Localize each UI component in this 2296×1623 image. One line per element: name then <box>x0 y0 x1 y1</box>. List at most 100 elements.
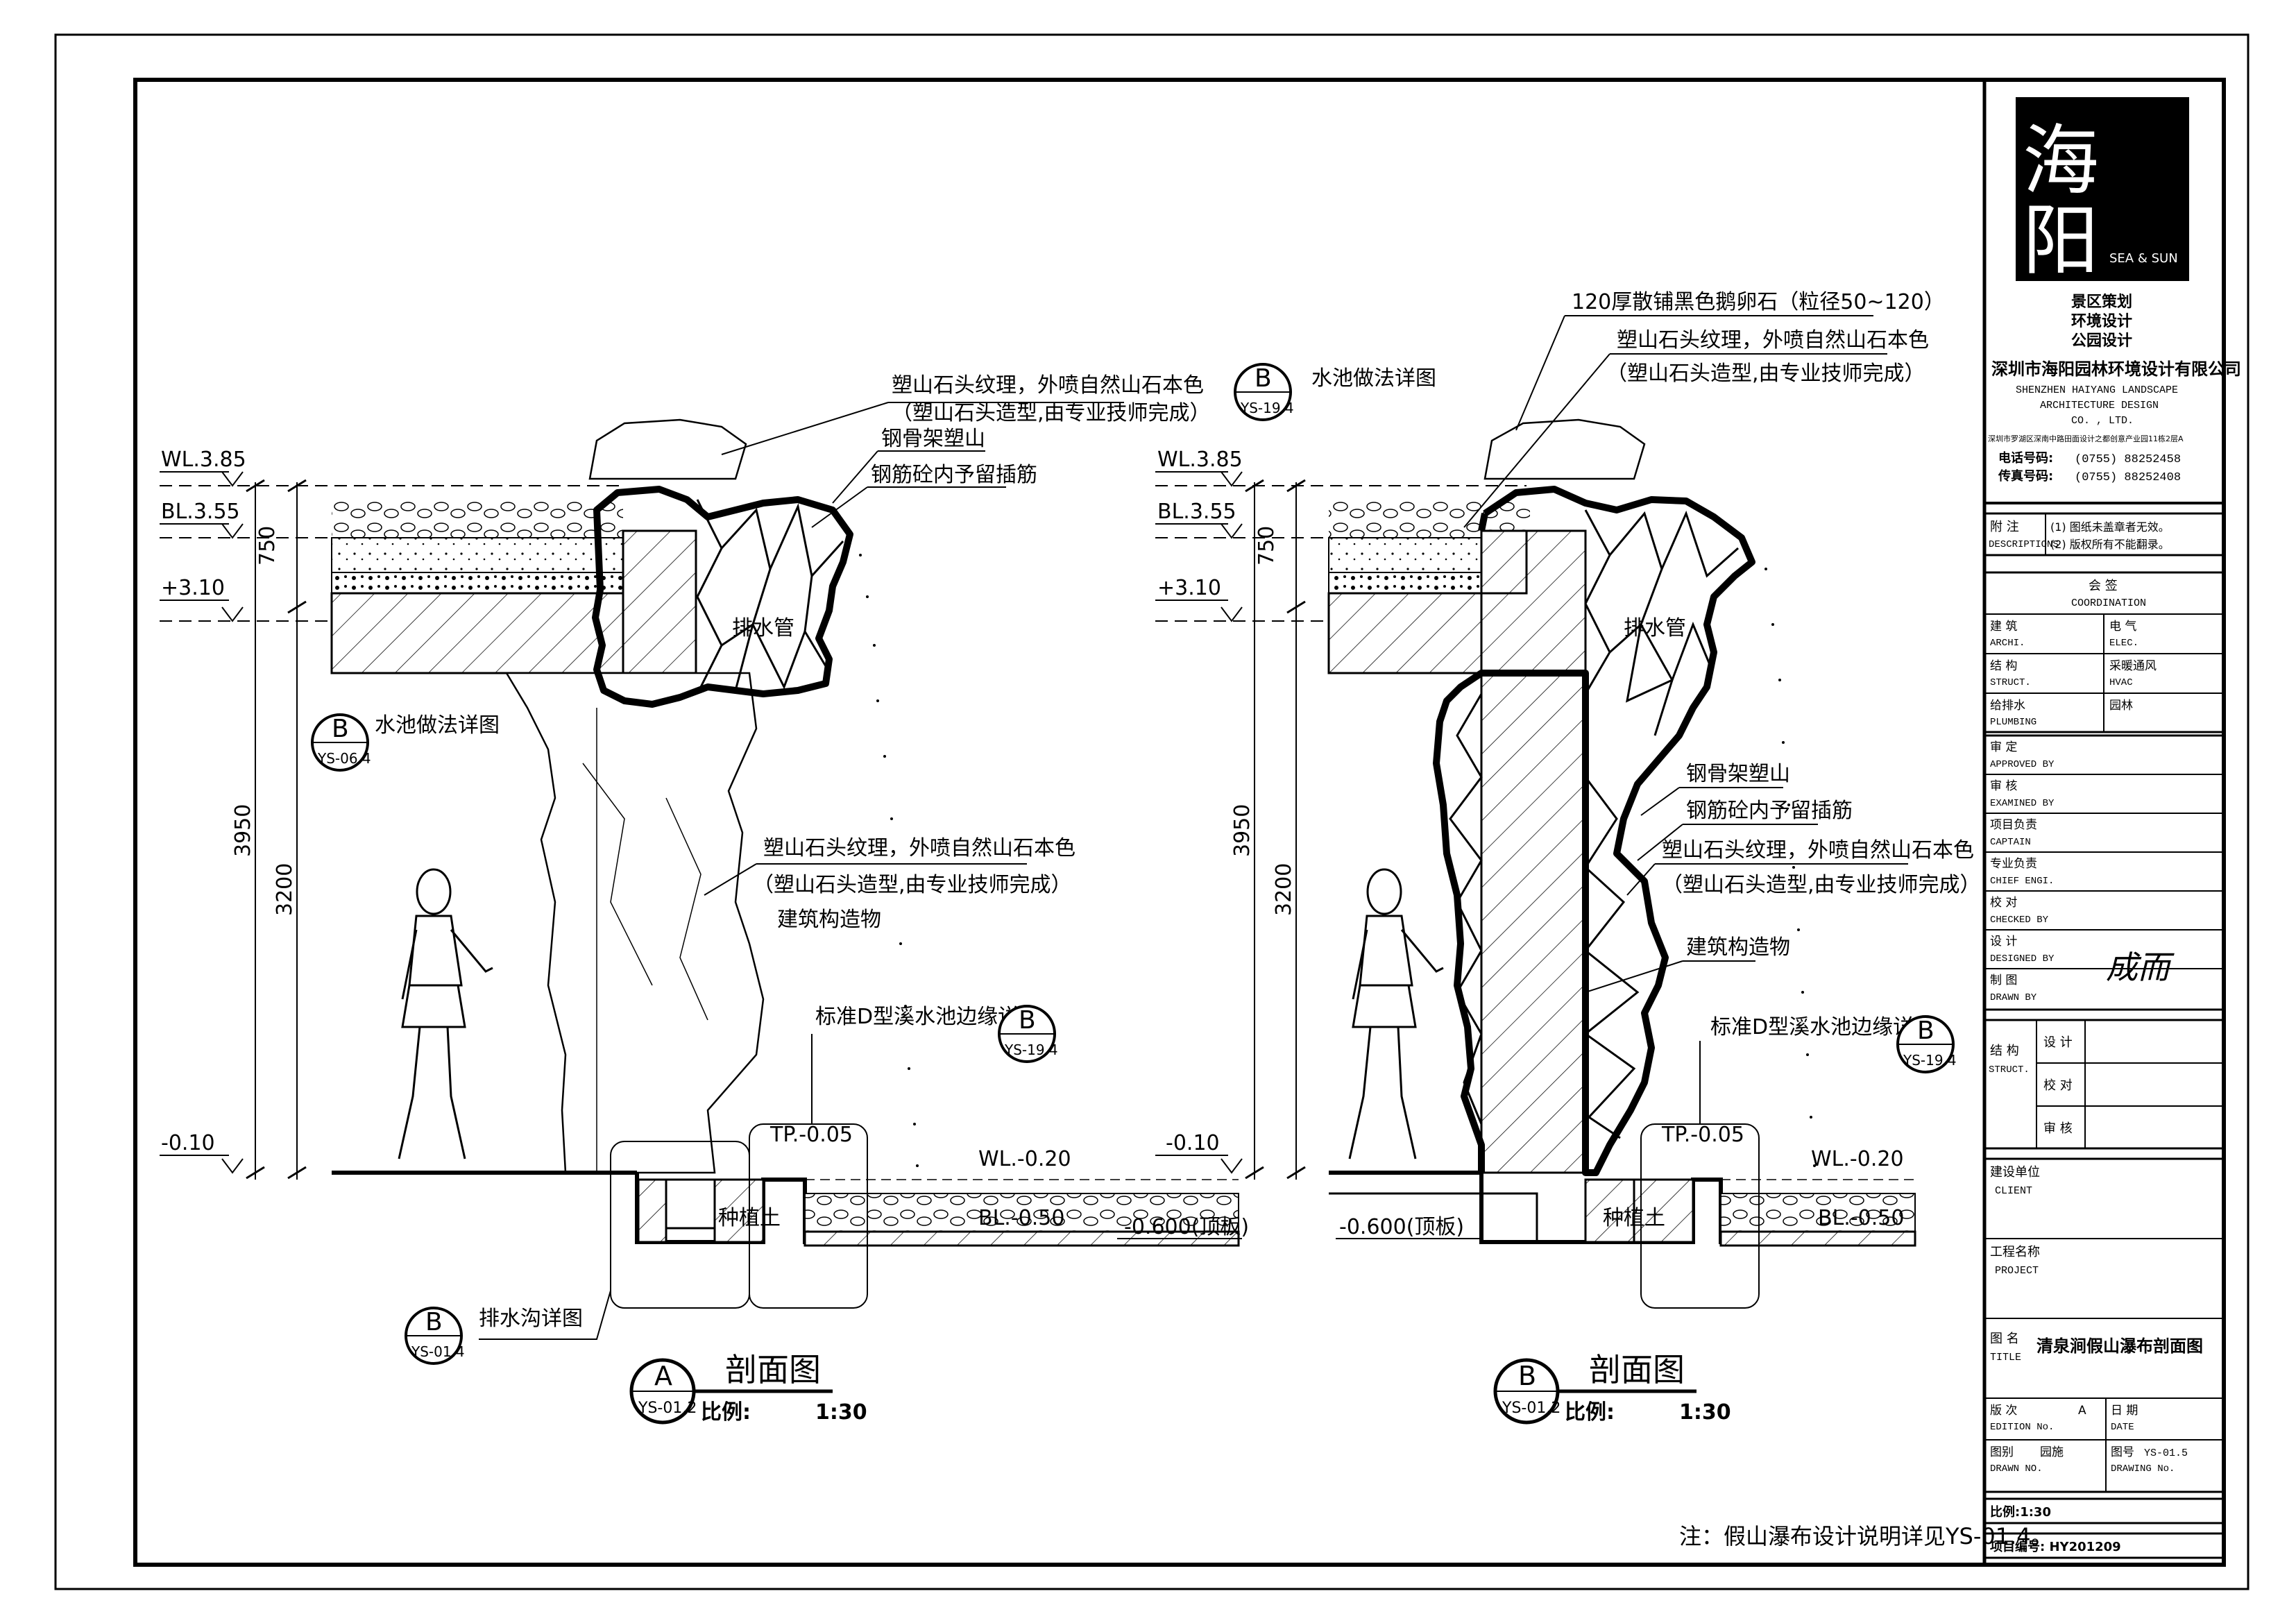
coord-label-en: COORDINATION <box>2071 597 2146 609</box>
svg-text:YS-19.4: YS-19.4 <box>1004 1042 1058 1058</box>
svg-text:DESIGNED BY: DESIGNED BY <box>1990 953 2055 965</box>
svg-text:STRUCT.: STRUCT. <box>1990 677 2031 688</box>
section-title-b: B YS-01.2 剖面图 比例: 1:30 <box>1493 1351 1731 1425</box>
dim-750-a: 750 <box>255 526 280 566</box>
planting-soil-b: 种植土 <box>1603 1206 1665 1230</box>
ref-bubble-pool-edge-a: B YS-19.4 <box>998 1005 1058 1063</box>
svg-text:设 计: 设 计 <box>2043 1035 2073 1050</box>
callout-texture-a: 塑山石头纹理，外喷自然山石本色 <box>892 373 1204 398</box>
desc-label-en: DESCRIPTIONS <box>1989 539 2059 550</box>
svg-text:审 核: 审 核 <box>1990 779 2017 793</box>
desc-note-1: (1) 图纸未盖章者无效。 <box>2050 520 2170 534</box>
level-markers-a: WL.3.85 BL.3.55 +3.10 -0.10 <box>160 448 624 1174</box>
svg-text:B: B <box>1917 1017 1934 1045</box>
svg-text:电 气: 电 气 <box>2109 620 2136 634</box>
fax-value: (0755) 88252408 <box>2075 471 2181 484</box>
svg-text:YS-01.2: YS-01.2 <box>638 1400 697 1417</box>
callouts-a: 塑山石头纹理，外喷自然山石本色 （塑山石头造型,由专业技师完成） 钢骨架塑山 钢… <box>375 373 1211 1340</box>
service-2: 环境设计 <box>2071 312 2132 330</box>
ground-pond-b: 种植土 TP.-0.05 WL.-0.20 BL.-0.50 -0.600(顶板… <box>1329 1123 1916 1309</box>
callout-steel-frame-b: 钢骨架塑山 <box>1686 762 1790 786</box>
section-a: WL.3.85 BL.3.55 +3.10 -0.10 750 3950 320… <box>160 373 1249 1425</box>
section-b: WL.3.85 BL.3.55 +3.10 -0.10 750 3950 320… <box>1155 290 1981 1425</box>
roof-level-b: -0.600(顶板) <box>1339 1215 1464 1239</box>
svg-text:审 核: 审 核 <box>2043 1121 2073 1136</box>
ground-pond-a: 种植土 TP.-0.05 WL.-0.20 BL.-0.50 -0.600(顶板… <box>332 1123 1249 1309</box>
level-markers-b: WL.3.85 BL.3.55 +3.10 -0.10 <box>1155 448 1527 1174</box>
dimension-lines-a: 750 3950 3200 <box>231 479 307 1180</box>
callout-pool-detail-b: 水池做法详图 <box>1311 366 1436 391</box>
level-ground-a: -0.10 <box>161 1131 215 1155</box>
svg-text:PLUMBING: PLUMBING <box>1990 717 2036 728</box>
svg-text:YS-19.4: YS-19.4 <box>1903 1052 1957 1069</box>
svg-text:DRAWN BY: DRAWN BY <box>1990 992 2037 1003</box>
human-scale-figure-a <box>398 868 493 1159</box>
svg-text:校 对: 校 对 <box>2043 1078 2073 1093</box>
callout-structure-b: 建筑构造物 <box>1686 935 1790 960</box>
title-block: 海 阳 SEA & SUN 景区策划 环境设计 公园设计 深圳市海阳园林环境设计… <box>1982 78 2241 1567</box>
svg-text:图 名: 图 名 <box>1990 1332 2019 1346</box>
svg-text:制 图: 制 图 <box>1990 974 2017 987</box>
top-rock-a <box>588 418 747 480</box>
level-plus-a: +3.10 <box>161 576 225 600</box>
svg-text:阳: 阳 <box>2023 196 2099 285</box>
company-logo <box>2016 97 2189 281</box>
svg-text:HVAC: HVAC <box>2109 677 2133 688</box>
section-title-text-a: 剖面图 <box>725 1351 821 1388</box>
tel-label: 电话号码: <box>1998 450 2053 466</box>
wl-low-b: WL.-0.20 <box>1811 1147 1904 1171</box>
svg-text:SEA & SUN: SEA & SUN <box>2109 251 2178 266</box>
coord-label-cn: 会 签 <box>2089 579 2118 593</box>
svg-text:A: A <box>2078 1404 2086 1418</box>
outer-border <box>54 33 2250 1590</box>
project-info: 建设单位 CLIENT 工程名称 PROJECT 图 名 TITLE 清泉涧假山… <box>1983 1157 2225 1493</box>
callout-drain-pipe-a: 排水管 <box>732 616 794 640</box>
callout-drain-ditch-a: 排水沟详图 <box>479 1307 583 1331</box>
ref-bubble-drain-ditch-a: B YS-01.4 <box>405 1307 465 1365</box>
company-name-en1: SHENZHEN HAIYANG LANDSCAPE <box>2016 384 2178 396</box>
fax-label: 传真号码: <box>1998 468 2053 484</box>
svg-text:版 次: 版 次 <box>1990 1404 2017 1418</box>
svg-text:校 对: 校 对 <box>1990 896 2017 910</box>
callouts-b: 120厚散铺黑色鹅卵石（粒径50~120） 塑山石头纹理，外喷自然山石本色 （塑… <box>1311 290 1981 1124</box>
water-spray-b <box>1764 568 1816 1167</box>
svg-text:DRAWING No.: DRAWING No. <box>2111 1463 2175 1475</box>
svg-text:ARCHI.: ARCHI. <box>1990 638 2025 649</box>
svg-text:DRAWN NO.: DRAWN NO. <box>1990 1463 2043 1475</box>
svg-text:ELEC.: ELEC. <box>2109 638 2138 649</box>
steel-truss-b <box>1449 509 1739 1139</box>
level-bl-a: BL.3.55 <box>161 500 240 524</box>
callout-texture-note-b: （塑山石头造型,由专业技师完成） <box>1606 362 1925 386</box>
svg-text:EXAMINED BY: EXAMINED BY <box>1990 798 2055 809</box>
svg-text:B: B <box>1255 364 1272 393</box>
svg-text:日 期: 日 期 <box>2111 1404 2138 1418</box>
scale-value-b: 1:30 <box>1679 1400 1731 1425</box>
svg-text:A: A <box>654 1361 672 1391</box>
svg-text:CAPTAIN: CAPTAIN <box>1990 837 2031 848</box>
water-spray-a <box>859 554 919 1167</box>
svg-text:CLIENT: CLIENT <box>1995 1185 2032 1197</box>
svg-text:APPROVED BY: APPROVED BY <box>1990 759 2055 770</box>
dim-3950-b: 3950 <box>1230 804 1255 857</box>
scale-label-a: 比例: <box>701 1400 751 1425</box>
ref-bubble-pool-detail-b: B YS-19.4 <box>1234 363 1294 421</box>
scale-value-a: 1:30 <box>815 1400 867 1425</box>
planting-soil-a: 种植土 <box>718 1206 781 1230</box>
level-bl-b: BL.3.55 <box>1157 500 1236 524</box>
approval-rows: 审 定 APPROVED BY 审 核 EXAMINED BY 项目负责 CAP… <box>1983 734 2225 1011</box>
callout-rebar-a: 钢筋砼内予留插筋 <box>871 463 1037 487</box>
svg-text:建 筑: 建 筑 <box>1990 620 2017 634</box>
wl-low-a: WL.-0.20 <box>978 1147 1071 1171</box>
steel-frame-b <box>1433 486 1755 1176</box>
designer-signature: 成而 <box>2106 949 2175 986</box>
svg-text:园施: 园施 <box>2040 1445 2064 1459</box>
level-ground-b: -0.10 <box>1166 1131 1220 1155</box>
svg-text:给排水: 给排水 <box>1990 699 2025 713</box>
pool-slab-a <box>330 498 697 674</box>
svg-text:B: B <box>425 1308 443 1336</box>
dim-3200-a: 3200 <box>273 863 297 916</box>
svg-text:设 计: 设 计 <box>1990 935 2017 949</box>
svg-text:B: B <box>332 715 349 743</box>
callout-texture2-note-b: （塑山石头造型,由专业技师完成） <box>1662 873 1981 897</box>
bl-low-a: BL.-0.50 <box>978 1206 1064 1230</box>
